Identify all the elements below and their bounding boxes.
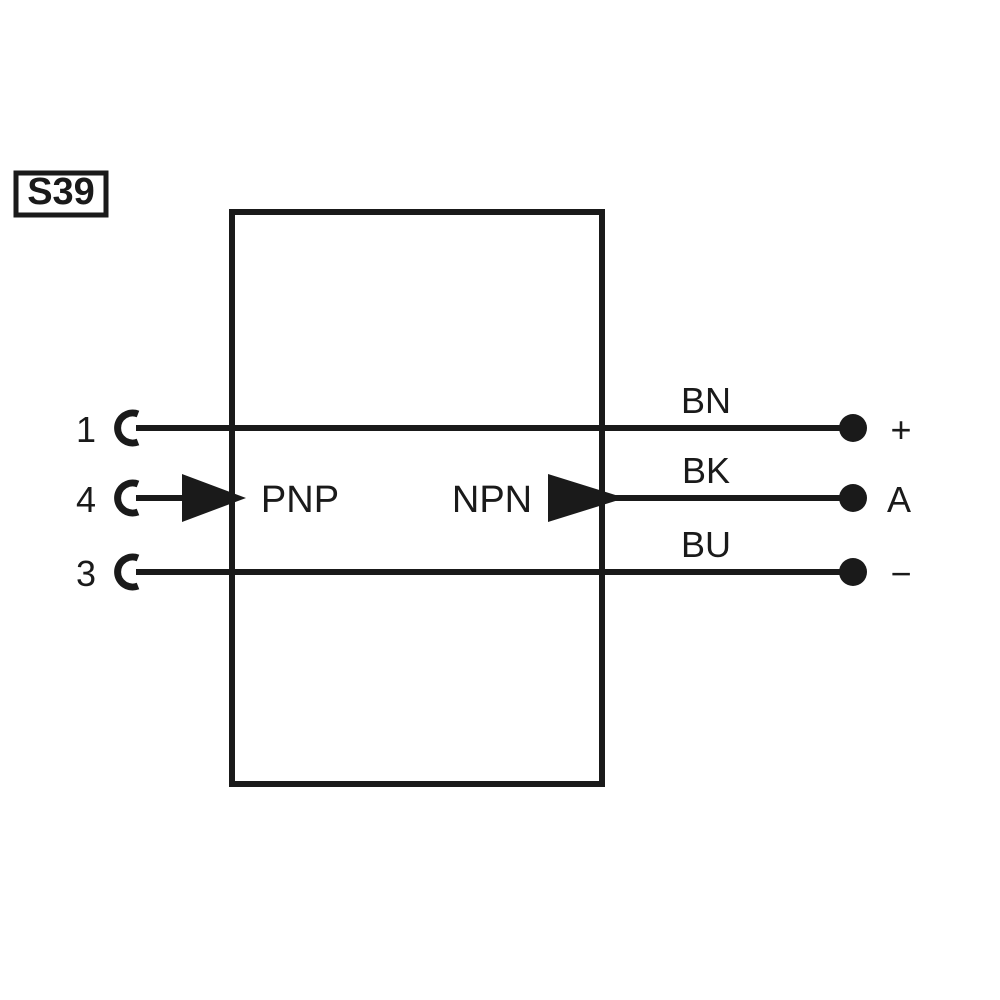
pnp-stage-label: PNP bbox=[261, 479, 339, 521]
socket-connector-icon-4 bbox=[114, 479, 140, 517]
circuit-row-1: 1 BN + bbox=[76, 380, 912, 450]
circuit-row-2: PNP NPN 4 BK A bbox=[76, 450, 911, 522]
socket-connector-icon-1 bbox=[114, 409, 140, 447]
identification-tag-label: S39 bbox=[27, 171, 95, 213]
wire-code-label-3: BU bbox=[681, 524, 731, 565]
terminal-dot-1 bbox=[839, 414, 867, 442]
wire-code-label-1: BN bbox=[681, 380, 731, 421]
socket-connector-icon-3 bbox=[114, 553, 140, 591]
circuit-row-3: 3 BU − bbox=[76, 524, 912, 594]
terminal-dot-4 bbox=[839, 484, 867, 512]
left-terminal-number-1: 1 bbox=[76, 409, 96, 450]
polarity-label-4: A bbox=[887, 479, 911, 520]
npn-arrow-icon bbox=[548, 474, 625, 522]
pnp-arrow-icon bbox=[182, 474, 246, 522]
wire-code-label-4: BK bbox=[682, 450, 730, 491]
npn-stage-label: NPN bbox=[452, 479, 532, 521]
polarity-label-1: + bbox=[890, 409, 911, 450]
identification-tag-box bbox=[13, 170, 109, 218]
left-terminal-number-4: 4 bbox=[76, 479, 96, 520]
polarity-label-3: − bbox=[890, 553, 911, 594]
terminal-dot-3 bbox=[839, 558, 867, 586]
left-terminal-number-3: 3 bbox=[76, 553, 96, 594]
device-housing-box bbox=[229, 209, 605, 787]
identification-tag: S39 bbox=[13, 170, 109, 218]
